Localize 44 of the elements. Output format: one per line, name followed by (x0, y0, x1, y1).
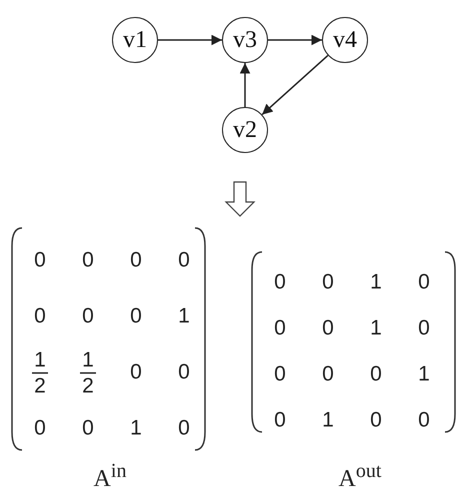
matrix-entry: 0 (322, 318, 334, 338)
matrix-entry: 1 (418, 364, 430, 384)
matrix-entry: 0 (418, 318, 430, 338)
matrix-entry: 1 (370, 318, 382, 338)
matrix-entry: 1 (34, 350, 46, 370)
matrix-entry: 0 (274, 272, 286, 292)
matrix-entry: 0 (82, 250, 94, 270)
matrix-label: A$^{in}$ (94, 460, 126, 493)
matrix-entry: 1 (370, 272, 382, 292)
matrix-entry: 0 (34, 418, 46, 438)
matrix-entry: 0 (82, 418, 94, 438)
matrix-entry: 0 (274, 318, 286, 338)
matrix-entry: 0 (178, 250, 190, 270)
matrix-entry: 0 (418, 410, 430, 430)
matrix-entry: 0 (34, 250, 46, 270)
matrix-entry: 0 (370, 364, 382, 384)
matrix-entry: 0 (322, 272, 334, 292)
matrix-entry: 0 (274, 364, 286, 384)
matrix-entry: 0 (274, 410, 286, 430)
arrow (240, 63, 250, 107)
vertex-circle: v3 (222, 17, 268, 63)
matrix-label: A$^{out}$ (338, 460, 382, 493)
matrix-entry: 0 (322, 364, 334, 384)
vertex-circle: v2 (222, 107, 268, 153)
vertex-circle: v1 (112, 17, 158, 63)
matrix-entry: 0 (418, 272, 430, 292)
matrix-entry: 1 (322, 410, 334, 430)
vertex-circle: v4 (322, 17, 368, 63)
matrix-entry: 0 (178, 418, 190, 438)
matrix-entry: 0 (82, 306, 94, 326)
matrix-entry: 1 (130, 418, 142, 438)
matrix-entry: 1 (178, 306, 190, 326)
matrix-entry: 0 (130, 306, 142, 326)
matrix-entry: 1 (82, 350, 94, 370)
arrow (268, 34, 322, 46)
matrix-entry: 0 (130, 362, 142, 382)
matrix-entry: 2 (34, 376, 46, 396)
matrix-entry: 0 (130, 250, 142, 270)
matrix-entry: 0 (370, 410, 382, 430)
matrix-entry: 0 (34, 306, 46, 326)
matrix-entry: 0 (178, 362, 190, 382)
matrix-entry: 2 (82, 376, 94, 396)
arrow (262, 54, 328, 116)
arrow (158, 34, 222, 46)
